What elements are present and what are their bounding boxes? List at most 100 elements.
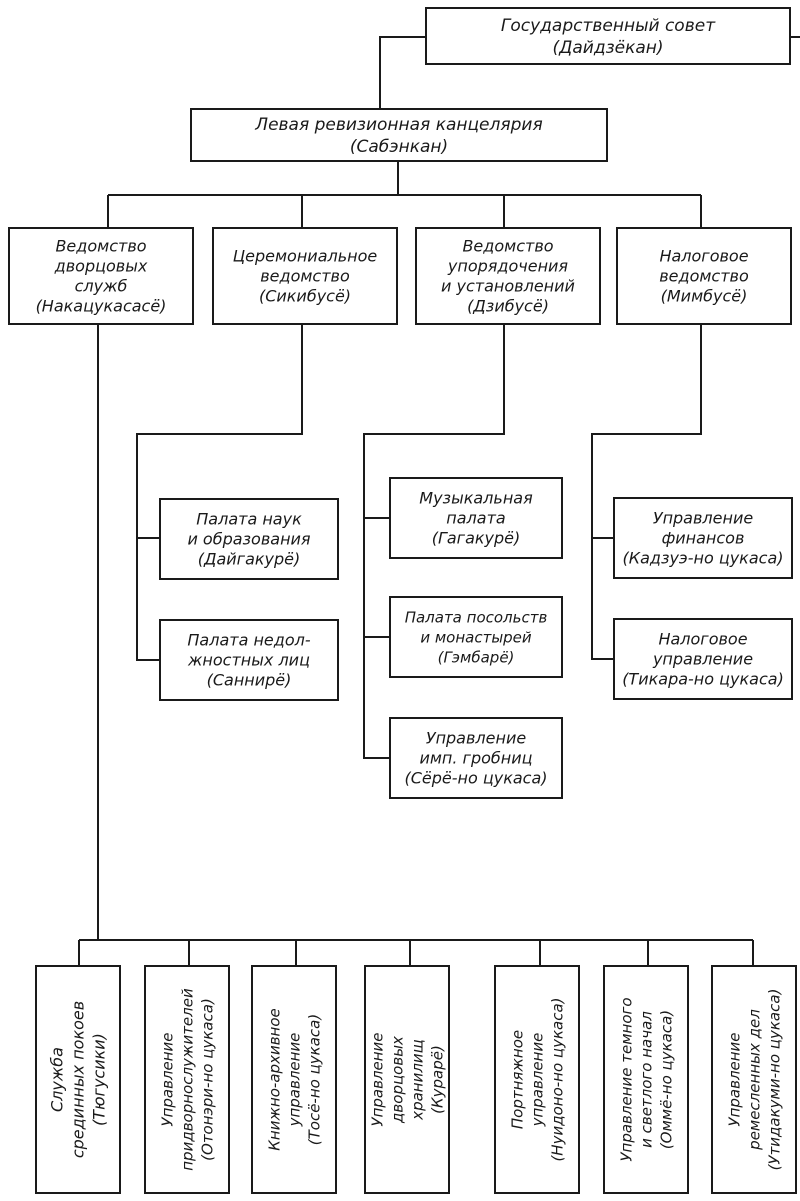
node-embassies-line: Палата посольств xyxy=(405,608,548,626)
node-council: Государственный совет(Дайдзёкан) xyxy=(425,7,791,65)
node-finance-line: финансов xyxy=(662,529,745,548)
node-order-line: и установлений xyxy=(441,277,575,296)
node-left-line: Левая ревизионная канцелярия xyxy=(254,115,542,135)
node-tombs-box xyxy=(389,717,563,799)
node-v1-line: (Тюгусики) xyxy=(90,1033,109,1126)
node-v2-box xyxy=(144,965,230,1194)
node-finance-line: Управление xyxy=(653,509,754,528)
node-tombs-line: Управление xyxy=(426,729,527,748)
node-embassies-line: (Гэмбарё) xyxy=(438,648,515,666)
node-v4-line: дворцовых xyxy=(388,1036,406,1124)
node-order-line: Ведомство xyxy=(462,237,553,256)
node-taxadm-line: управление xyxy=(652,650,753,669)
node-embassies-label: Палата посольств и монастырей (Гэмбарё) xyxy=(405,608,548,666)
node-left-box xyxy=(190,108,608,162)
node-music-line: палата xyxy=(446,509,505,528)
node-order-line: упорядочения xyxy=(447,257,569,276)
node-v4-line: хранилищ xyxy=(408,1039,426,1121)
node-finance-box xyxy=(613,497,793,579)
node-v6-line: Управление темного xyxy=(617,997,635,1161)
node-embassies-box xyxy=(389,596,563,678)
node-council-box xyxy=(425,7,791,65)
connector-line-13 xyxy=(591,324,702,660)
node-palace-line: дворцовых xyxy=(54,257,148,276)
node-sciences-line: (Дайгакурё) xyxy=(198,550,301,569)
node-music-line: (Гагакурё) xyxy=(432,529,521,548)
node-left-line: (Сабэнкан) xyxy=(350,137,448,157)
node-palace-box xyxy=(8,227,194,325)
node-sciences-line: Палата наук xyxy=(196,510,302,529)
node-finance-line: (Кадзуэ-но цукаса) xyxy=(622,549,783,568)
node-order-box xyxy=(415,227,601,325)
node-order-line: (Дзибусё) xyxy=(467,297,549,316)
node-ceremony-line: Церемониальное xyxy=(233,247,378,266)
node-palace-line: (Накацукасасё) xyxy=(36,297,167,316)
node-taxadm-line: Налоговое xyxy=(658,630,747,649)
node-taxadm-box xyxy=(613,618,793,700)
node-ceremony-line: ведомство xyxy=(260,267,350,286)
node-tombs-line: (Сёрё-но цукаса) xyxy=(404,769,547,788)
node-sciences-line: и образования xyxy=(187,530,310,549)
node-v7-line: ремесленных дел xyxy=(745,1009,763,1151)
node-left: Левая ревизионная канцелярия(Сабэнкан) xyxy=(190,108,608,162)
node-taxadm-line: (Тикара-но цукаса) xyxy=(622,670,784,689)
node-v4-line: (Курарё) xyxy=(428,1045,446,1114)
node-v3-box xyxy=(251,965,337,1194)
node-council-label: Государственный совет(Дайдзёкан) xyxy=(501,16,716,58)
node-estates: Палата недол-жностных лиц(Саннирё) xyxy=(159,619,339,701)
node-embassies: Палата посольств и монастырей (Гэмбарё) xyxy=(389,596,563,678)
node-embassies-line: и монастырей xyxy=(420,628,532,646)
node-v5-line: (Нуидоно-но цукаса) xyxy=(548,997,566,1161)
node-tax-line: Налоговое xyxy=(659,247,748,266)
node-estates-box xyxy=(159,619,339,701)
node-v6-line: (Оммё-но цукаса) xyxy=(657,1010,675,1149)
node-v6-line: и светлого начал xyxy=(637,1011,655,1148)
node-music-box xyxy=(389,477,563,559)
node-v4-line: Управление xyxy=(368,1032,386,1126)
connector-lines xyxy=(78,36,800,966)
node-estates-line: (Саннирё) xyxy=(207,671,292,690)
connector-line-0 xyxy=(379,36,426,112)
node-v7-box xyxy=(711,965,797,1194)
node-v5-line: управление xyxy=(528,1033,546,1128)
node-music-line: Музыкальная xyxy=(419,489,533,508)
node-v7-line: (Утидакуми-но цукаса) xyxy=(765,989,783,1171)
node-tax-box xyxy=(616,227,792,325)
node-v1-line: срединных покоев xyxy=(69,1001,88,1158)
node-estates-line: жностных лиц xyxy=(187,651,310,670)
node-palace-line: Ведомство xyxy=(55,237,146,256)
node-left-label: Левая ревизионная канцелярия(Сабэнкан) xyxy=(254,115,542,157)
node-v3-line: (Тосё-но цукаса) xyxy=(305,1014,323,1145)
node-sciences-box xyxy=(159,498,339,580)
node-tax-line: (Мимбусё) xyxy=(661,287,748,306)
node-v1-box xyxy=(35,965,121,1194)
node-v6-box xyxy=(603,965,689,1194)
node-palace-line: служб xyxy=(75,277,128,296)
node-v3-line: Книжно-архивное xyxy=(265,1008,283,1151)
